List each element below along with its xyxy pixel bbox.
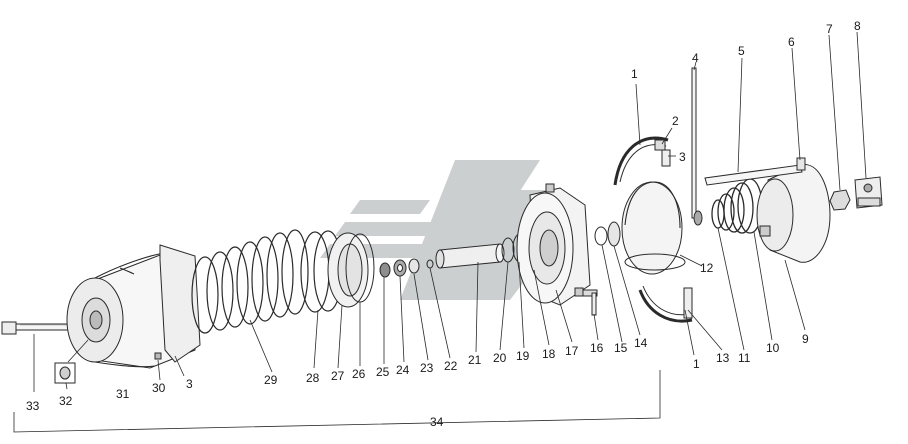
washer-25 xyxy=(379,262,391,278)
label-12: 12 xyxy=(700,261,714,275)
label-22: 22 xyxy=(444,359,458,373)
pin-6 xyxy=(796,157,806,171)
piston-rod-33 xyxy=(1,321,79,335)
label-1-lower: 1 xyxy=(693,357,700,371)
label-19: 19 xyxy=(516,349,530,363)
part-labels: 1 2 3 4 5 6 7 8 9 10 11 12 13 14 15 16 1… xyxy=(26,19,861,429)
label-3-clamp: 3 xyxy=(679,150,686,164)
label-23: 23 xyxy=(420,361,434,375)
washer-11 xyxy=(693,210,703,226)
label-27: 27 xyxy=(331,369,345,383)
clevis-fork-8 xyxy=(854,176,883,209)
rod-4 xyxy=(691,67,697,219)
nut-32 xyxy=(54,362,76,384)
label-31: 31 xyxy=(116,387,130,401)
label-1-upper: 1 xyxy=(631,67,638,81)
label-10: 10 xyxy=(766,341,780,355)
label-3-flange: 3 xyxy=(186,377,193,391)
bellows-boot-10 xyxy=(711,178,763,234)
diaphragm-cover-12 xyxy=(621,181,686,275)
label-29: 29 xyxy=(264,373,278,387)
ring-15 xyxy=(594,226,608,246)
label-5: 5 xyxy=(738,44,745,58)
spring-29 xyxy=(191,229,309,334)
clamp-band-lower-1 xyxy=(638,285,693,323)
label-25: 25 xyxy=(376,365,390,379)
label-11: 11 xyxy=(738,351,751,365)
threaded-rod-5 xyxy=(704,164,803,186)
pushrod-tube-21 xyxy=(435,243,505,269)
piston-27 xyxy=(327,232,369,308)
label-4: 4 xyxy=(692,51,699,65)
label-14: 14 xyxy=(634,336,648,350)
label-24: 24 xyxy=(396,363,410,377)
bolt-16 xyxy=(582,289,598,316)
diaphragm-14 xyxy=(607,221,621,247)
bolt-30 xyxy=(154,352,162,360)
label-32: 32 xyxy=(59,394,73,408)
label-13: 13 xyxy=(716,351,730,365)
label-18: 18 xyxy=(542,347,556,361)
nut-24 xyxy=(393,259,407,277)
label-7: 7 xyxy=(826,22,833,36)
label-6: 6 xyxy=(788,35,795,49)
flange-housing-17 xyxy=(516,183,591,306)
cylinder-housing-31 xyxy=(66,244,201,369)
leader-lines xyxy=(13,31,867,433)
label-16: 16 xyxy=(590,341,604,355)
label-28: 28 xyxy=(306,371,320,385)
label-34: 34 xyxy=(430,415,444,429)
bushing-23 xyxy=(408,258,420,274)
label-33: 33 xyxy=(26,399,40,413)
end-cover-9 xyxy=(756,164,831,263)
label-30: 30 xyxy=(152,381,166,395)
label-15: 15 xyxy=(614,341,628,355)
nut-7 xyxy=(829,189,851,211)
label-2: 2 xyxy=(672,114,679,128)
label-8: 8 xyxy=(854,19,861,33)
label-20: 20 xyxy=(493,351,507,365)
clamp-band-upper-1 xyxy=(613,136,671,186)
label-21: 21 xyxy=(468,353,482,367)
label-26: 26 xyxy=(352,367,366,381)
label-9: 9 xyxy=(802,332,809,346)
label-17: 17 xyxy=(565,344,579,358)
